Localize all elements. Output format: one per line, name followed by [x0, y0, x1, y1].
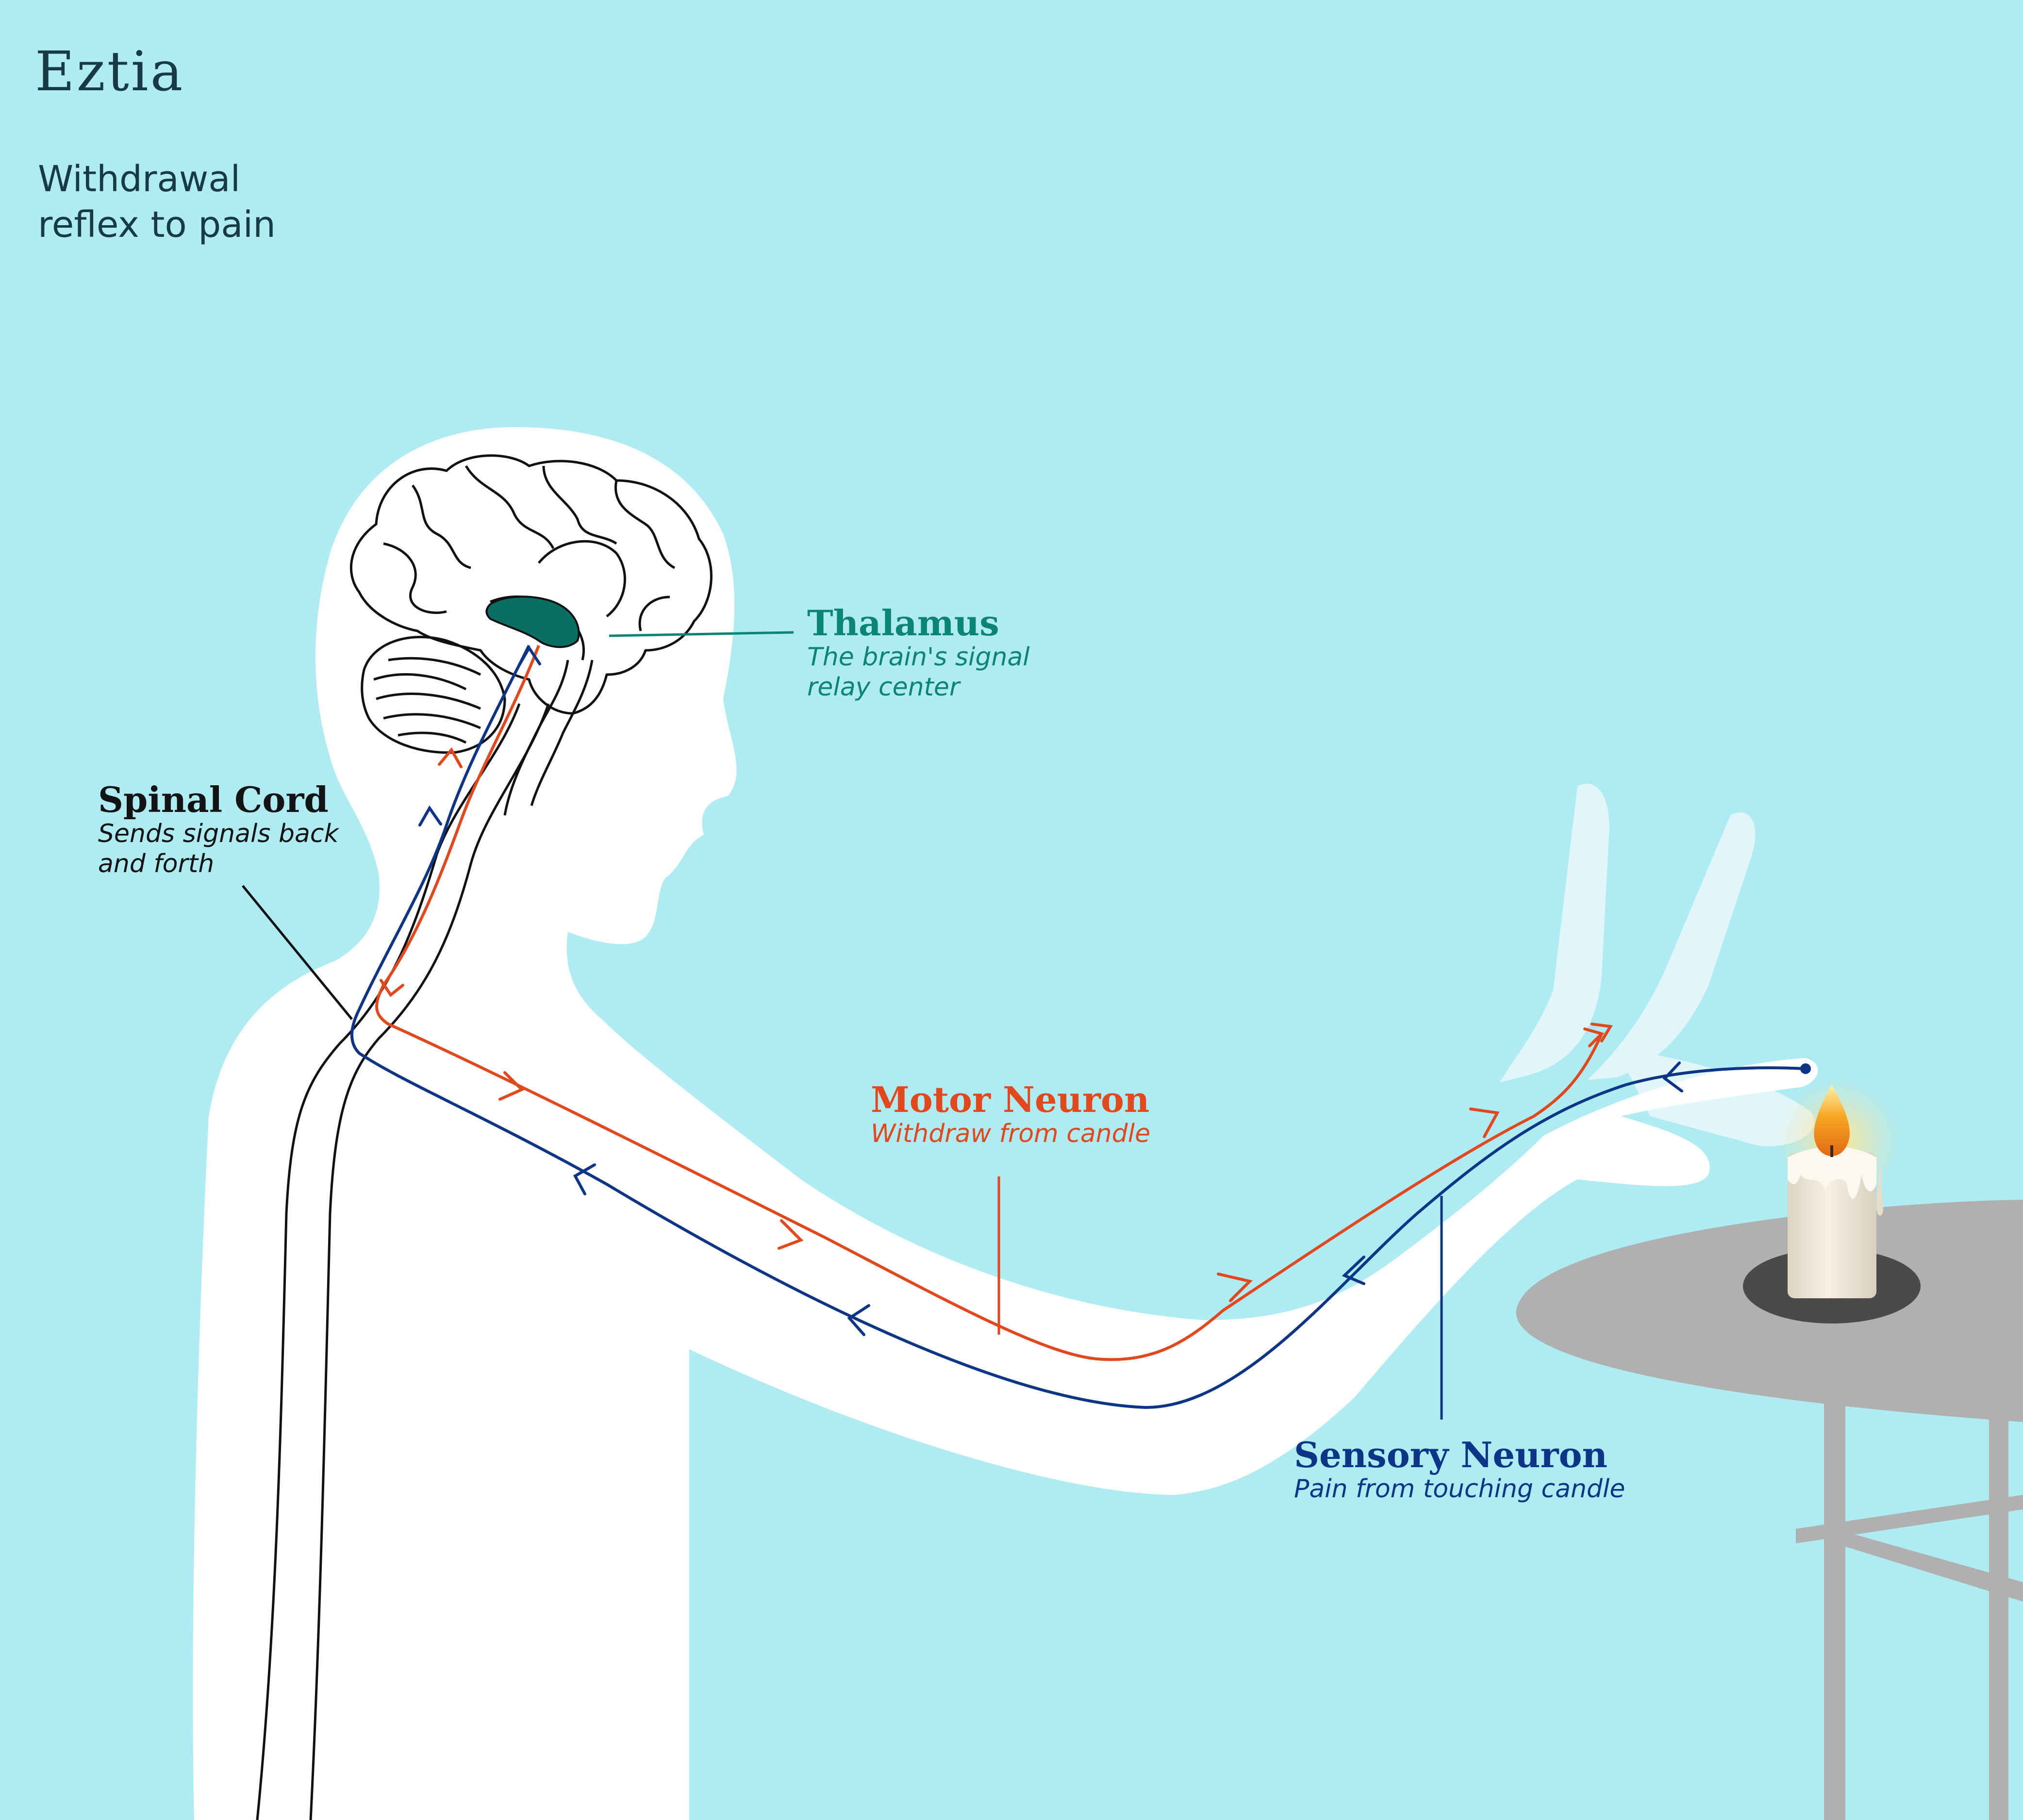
- thalamus-desc-line1: The brain's signal: [807, 643, 1030, 672]
- brand-logo: Eztia: [35, 40, 185, 103]
- motor-neuron-desc: Withdraw from candle: [871, 1119, 1151, 1149]
- thalamus-shape: [485, 596, 580, 648]
- spinal-cord: [256, 703, 550, 1820]
- spinal-cord-desc-line1: Sends signals back: [98, 819, 339, 849]
- thalamus-label: Thalamus The brain's signal relay center: [807, 604, 1030, 702]
- motor-neuron-label: Motor Neuron Withdraw from candle: [871, 1080, 1150, 1149]
- thalamus-leader: [609, 631, 794, 637]
- flame-icon: [1814, 1085, 1850, 1157]
- spinal-cord-label: Spinal Cord Sends signals back and forth: [98, 780, 339, 879]
- sensory-neuron-title: Sensory Neuron: [1294, 1434, 1608, 1475]
- candle-icon: [1743, 1146, 1921, 1324]
- spinal-leader: [242, 885, 353, 1020]
- page-title: Withdrawal reflex to pain: [38, 156, 378, 248]
- sensory-neuron-label: Sensory Neuron Pain from touching candle: [1294, 1436, 1625, 1504]
- title-line-1: Withdrawal: [38, 158, 241, 200]
- sensory-receptor-dot: [1800, 1063, 1811, 1074]
- motor-neuron-title: Motor Neuron: [871, 1079, 1150, 1120]
- thalamus-desc: The brain's signal relay center: [807, 642, 1030, 702]
- spinal-cord-desc: Sends signals back and forth: [98, 819, 339, 879]
- sensory-neuron-path: [350, 645, 1806, 1409]
- motor-arrows: [380, 747, 1613, 1302]
- body-silhouette: [193, 427, 1818, 1820]
- motor-neuron-path: [375, 645, 1603, 1361]
- sensory-neuron-desc: Pain from touching candle: [1294, 1474, 1625, 1504]
- thalamus-desc-line2: relay center: [807, 673, 960, 702]
- sensory-arrows: [418, 645, 1683, 1336]
- thalamus-title: Thalamus: [807, 602, 999, 644]
- spinal-cord-desc-line2: and forth: [98, 849, 215, 879]
- spinal-cord-title: Spinal Cord: [98, 779, 329, 820]
- title-line-2: reflex to pain: [38, 204, 276, 246]
